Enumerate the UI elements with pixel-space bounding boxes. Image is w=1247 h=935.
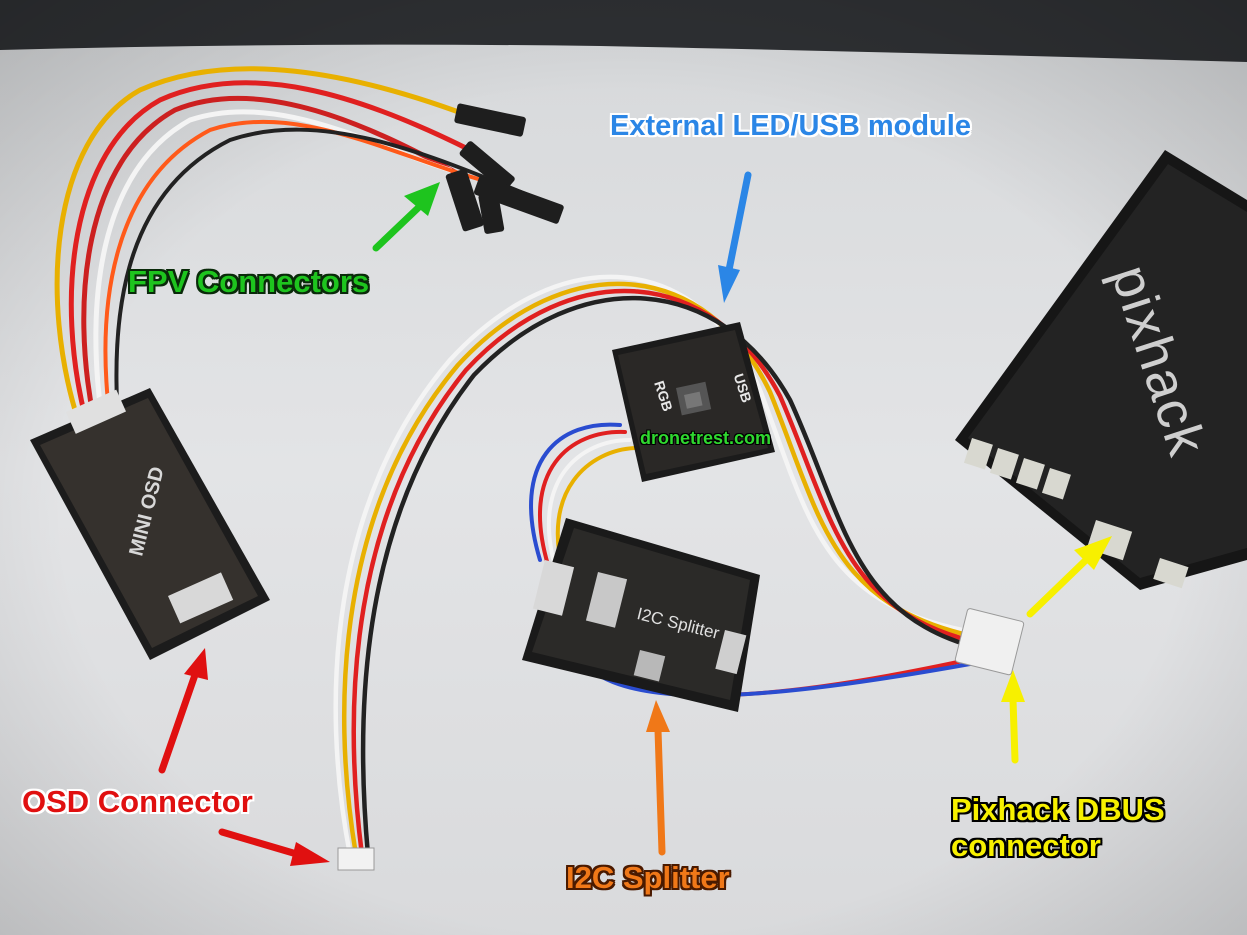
dbus-plug (954, 608, 1025, 676)
led-usb-module (612, 322, 775, 482)
label-pixhack-dbus-line2: connector (951, 828, 1101, 863)
label-fpv-connectors: FPV Connectors (128, 264, 370, 299)
mini-osd-board (30, 388, 270, 660)
green-arrow (372, 182, 440, 252)
main-cable-loop (333, 274, 999, 858)
fpv-dupont-connectors (445, 103, 564, 234)
blue-arrow (718, 171, 752, 303)
red-arrow-up (158, 648, 208, 774)
watermark: dronetrest.com (640, 428, 772, 448)
label-osd-connector: OSD Connector (22, 784, 253, 819)
yellow-arrow-right (1026, 536, 1112, 618)
label-pixhack-dbus-line1: Pixhack DBUS (951, 792, 1165, 827)
label-pixhack-dbus: Pixhack DBUS connector (951, 792, 1165, 864)
red-arrow-right (218, 828, 330, 866)
i2c-splitter-box (522, 518, 760, 712)
fpv-cable-bundle (54, 66, 542, 423)
osd-plug (337, 847, 375, 871)
label-i2c-splitter: I2C Splitter (566, 860, 730, 895)
orange-arrow (646, 700, 670, 856)
yellow-arrow-up (1001, 670, 1025, 764)
label-external-led-usb: External LED/USB module (610, 110, 971, 142)
annotation-arrows (158, 171, 1112, 866)
